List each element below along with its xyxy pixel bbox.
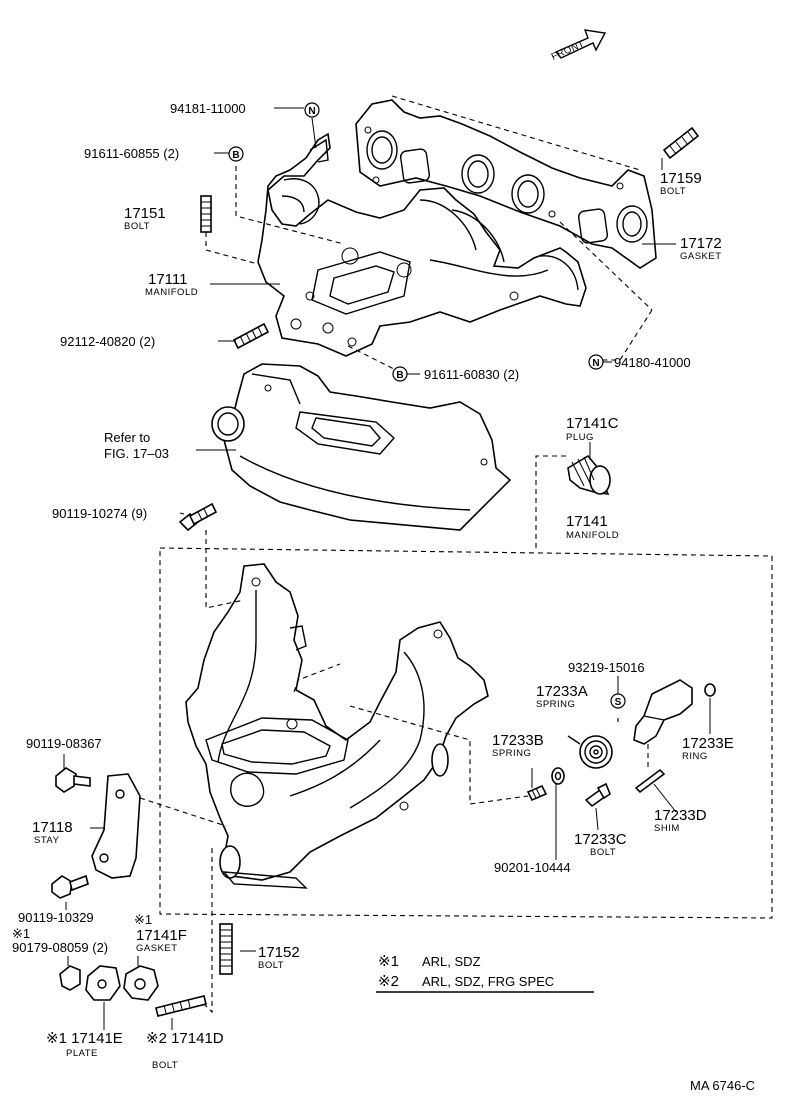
label-17141f-mark: ※1: [134, 912, 152, 927]
label-17152-name: BOLT: [258, 960, 284, 971]
label-17172: 17172: [680, 235, 722, 252]
label-90179-mark: ※1: [12, 926, 30, 941]
shim-17233d: [634, 768, 666, 794]
marker-s: S: [610, 693, 626, 709]
svg-text:N: N: [308, 106, 315, 117]
label-17111-name: MANIFOLD: [145, 287, 198, 298]
svg-text:B: B: [232, 150, 239, 161]
label-90119-08367: 90119-08367: [26, 736, 102, 751]
label-17141c-name: PLUG: [566, 432, 594, 443]
label-90201-10444: 90201-10444: [494, 860, 571, 875]
label-17233e-name: RING: [682, 751, 708, 762]
label-17233b: 17233B: [492, 732, 544, 749]
label-91611-60855: 91611-60855 (2): [84, 146, 179, 161]
stay-17118: [91, 773, 141, 879]
leader-lines: [63, 107, 711, 1030]
label-17111: 17111: [148, 271, 188, 288]
label-17233a: 17233A: [536, 683, 588, 700]
legend: ※1 ARL, SDZ ※2 ARL, SDZ, FRG SPEC: [376, 953, 594, 993]
label-17141f: 17141F: [136, 927, 187, 944]
label-17159: 17159: [660, 170, 702, 187]
stud-bolt-17152: [219, 923, 233, 975]
label-17141d-mark: ※2 17141D: [146, 1030, 224, 1047]
label-17159-name: BOLT: [660, 186, 686, 197]
label-17141-name: MANIFOLD: [566, 530, 619, 541]
label-17233d-name: SHIM: [654, 823, 680, 834]
svg-text:B: B: [396, 370, 403, 381]
plate-17141e: [85, 965, 121, 1001]
label-90179-08059: 90179-08059 (2): [12, 940, 108, 955]
label-90119-10274: 90119-10274 (9): [52, 506, 147, 521]
label-17233e: 17233E: [682, 735, 734, 752]
label-17141d-name: BOLT: [152, 1060, 178, 1071]
label-91611-60830: 91611-60830 (2): [424, 367, 519, 382]
spring-17233b: [526, 784, 548, 802]
exhaust-gasket-17172: [355, 99, 657, 269]
connection-lines: [139, 95, 653, 1014]
marker-b-top: B: [228, 146, 244, 162]
marker-n-top: N: [304, 102, 320, 118]
washer-90201: [551, 767, 565, 785]
label-17141e: ※1 17141E: [46, 1030, 123, 1047]
svg-text:S: S: [615, 697, 622, 708]
marker-n-bottom: N: [588, 354, 604, 370]
front-arrow: FRONT: [550, 29, 607, 63]
label-refer-to: Refer to: [104, 430, 150, 445]
label-94180-41000: 94180-41000: [614, 355, 691, 370]
label-17233d: 17233D: [654, 807, 707, 824]
intake-manifold-boundary: [159, 455, 773, 919]
stud-bolt-17141d: [155, 995, 207, 1017]
marker-b-bottom: B: [392, 366, 408, 382]
label-93219-15016: 93219-15016: [568, 660, 645, 675]
label-92112-40820: 92112-40820 (2): [60, 334, 155, 349]
exhaust-manifold-17111: [257, 132, 587, 357]
spring-17233a: [567, 735, 613, 769]
gasket-17141f: [123, 965, 159, 1001]
bolt-90179: [59, 965, 81, 991]
intake-manifold-17141: [185, 563, 489, 889]
legend-row2-mark: ※2: [378, 973, 399, 990]
label-17151-name: BOLT: [124, 221, 150, 232]
label-17141: 17141: [566, 513, 608, 530]
bolt-90119-10329: [51, 874, 89, 899]
label-17172-name: GASKET: [680, 251, 722, 262]
ring-17233e: [704, 683, 716, 697]
legend-row2-text: ARL, SDZ, FRG SPEC: [422, 974, 554, 989]
legend-row1-mark: ※1: [378, 953, 399, 970]
figure-code: MA 6746-C: [690, 1078, 755, 1093]
bolt-90119-10274: [178, 502, 218, 532]
label-94181-11000: 94181-11000: [170, 101, 246, 116]
label-17141f-name: GASKET: [136, 943, 178, 954]
label-17233b-name: SPRING: [492, 748, 531, 759]
label-17233a-name: SPRING: [536, 699, 575, 710]
label-17233c: 17233C: [574, 831, 627, 848]
front-label: FRONT: [550, 38, 587, 62]
label-17151: 17151: [124, 205, 166, 222]
stud-bolt-92112: [232, 322, 270, 350]
label-17233c-name: BOLT: [590, 847, 616, 858]
label-17141e-name: PLATE: [66, 1048, 98, 1059]
label-90119-10329: 90119-10329: [18, 910, 94, 925]
cover-assy: [633, 679, 693, 745]
bolt-90119-08367: [55, 767, 91, 793]
label-17141c: 17141C: [566, 415, 619, 432]
label-17152: 17152: [258, 944, 300, 961]
stud-bolt-17159: [662, 126, 700, 160]
plug-17141c: [567, 454, 611, 495]
heat-insulator: [211, 363, 512, 531]
svg-text:N: N: [592, 358, 599, 369]
bolt-17233c: [584, 782, 611, 808]
label-17118-name: STAY: [34, 835, 60, 846]
label-17118: 17118: [32, 819, 73, 836]
legend-row1-text: ARL, SDZ: [422, 954, 481, 969]
label-refer-fig: FIG. 17–03: [104, 446, 169, 461]
stud-bolt-17151: [200, 195, 212, 233]
